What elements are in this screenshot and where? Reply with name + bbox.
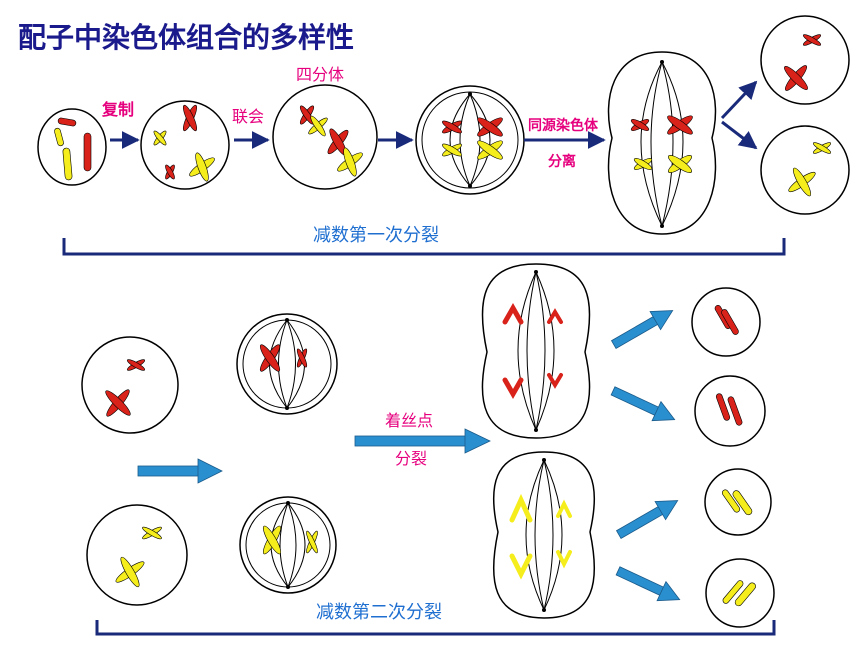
arrow-to-daughter-yellow xyxy=(721,120,758,150)
tetrad-red xyxy=(299,105,349,156)
gamete-yellow-1 xyxy=(704,468,772,536)
cell-anaphase-2-yellow xyxy=(492,451,596,619)
gamete-red-1 xyxy=(691,287,761,357)
chromosome-red xyxy=(57,117,92,172)
label-centromere-split-1: 着丝点 xyxy=(385,411,433,430)
gamete-yellow-2 xyxy=(705,558,775,628)
label-homolog-separation-1: 同源染色体 xyxy=(528,117,599,134)
cell-replicated xyxy=(140,100,230,190)
label-replication: 复制 xyxy=(101,100,134,119)
cell-anaphase-2-red xyxy=(481,263,591,439)
cell-anaphase-1 xyxy=(607,51,717,235)
chromosome-yellow xyxy=(54,127,73,181)
arrow-to-daughter-red xyxy=(720,80,758,120)
cell-meiosis2-yellow-start xyxy=(86,504,188,606)
cell-interphase xyxy=(37,108,107,186)
label-homolog-separation-2: 分离 xyxy=(548,153,576,170)
page-title: 配子中染色体组合的多样性 xyxy=(18,21,354,54)
cell-meiosis2-red-start xyxy=(81,336,179,434)
daughter-cell-yellow xyxy=(760,125,850,215)
arrow-to-gamete-3 xyxy=(615,500,679,540)
separated-yellow xyxy=(633,155,692,173)
bracket-meiosis-1 xyxy=(62,238,786,256)
label-synapsis: 联会 xyxy=(232,107,264,126)
label-tetrad: 四分体 xyxy=(296,65,344,84)
arrow-to-gamete-1 xyxy=(610,310,674,350)
tetrad-yellow xyxy=(308,115,363,177)
bracket-meiosis-2 xyxy=(95,620,776,636)
label-meiosis-1: 减数第一次分裂 xyxy=(313,225,439,246)
daughter-cell-red xyxy=(760,15,850,105)
arrow-to-gamete-4 xyxy=(615,566,681,602)
arrow-to-gamete-2 xyxy=(610,386,676,422)
spindle-fibers xyxy=(449,93,491,187)
cell-metaphase-2-yellow xyxy=(239,496,337,594)
arrow-centromere-split xyxy=(354,428,491,454)
cell-metaphase-2-red xyxy=(236,313,338,415)
gamete-red-2 xyxy=(694,375,766,447)
paired-chromosomes-yellow xyxy=(442,140,503,160)
arrow-to-metaphase2 xyxy=(137,458,223,484)
cell-metaphase-1 xyxy=(415,85,525,195)
separated-red xyxy=(630,115,693,135)
label-meiosis-2: 减数第二次分裂 xyxy=(316,602,442,623)
chromosome-red-replicated xyxy=(165,104,198,180)
cell-tetrad xyxy=(272,84,378,190)
chromosome-yellow-replicated xyxy=(153,130,215,182)
paired-chromosomes-red xyxy=(442,117,503,137)
label-centromere-split-2: 分裂 xyxy=(395,449,427,468)
